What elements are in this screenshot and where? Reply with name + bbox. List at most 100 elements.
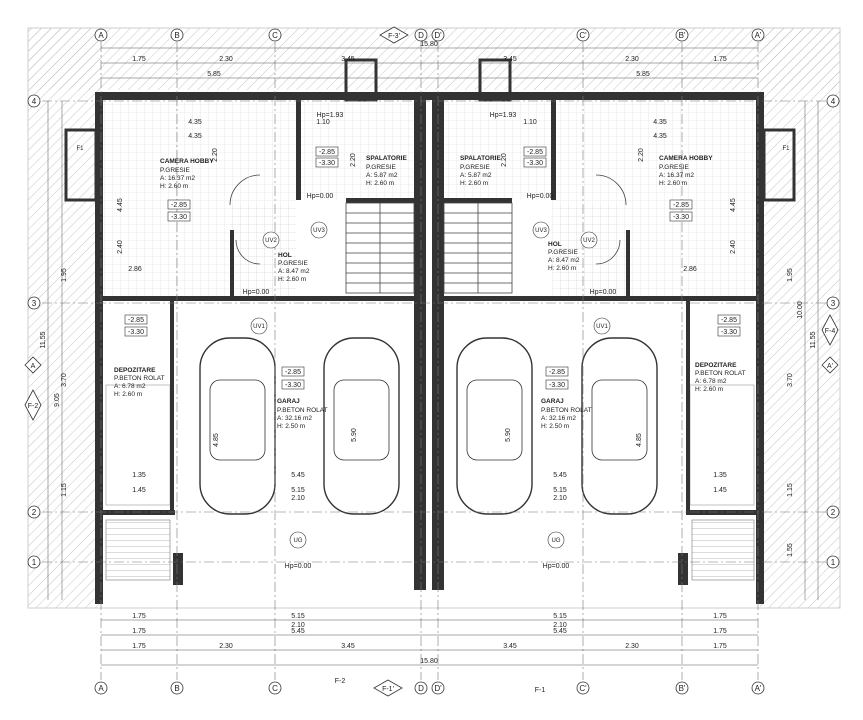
grid-letter-d: D: [418, 31, 424, 40]
room-floor: P.GRESIE: [548, 249, 579, 256]
dim-overall-bottom: 15.80: [420, 658, 438, 665]
room-floor: P.BETON ROLAT: [541, 407, 592, 414]
car-icon: [581, 337, 658, 515]
dim-v-1000-right: 10.00: [797, 301, 804, 319]
window-tag-f1: F1: [76, 146, 84, 152]
grid-lines: [42, 42, 840, 680]
dim-overall-top: 15.80: [420, 41, 438, 48]
section-label-left-a: A: [31, 363, 36, 370]
car-icon: [199, 337, 276, 515]
floor-tiles: [103, 100, 756, 300]
dim-435-right-b: 4.35: [653, 133, 667, 140]
grid-bubbles-top: [27, 28, 840, 695]
hp-label: Hp=1.93: [490, 112, 517, 119]
room-area: A: 6.78 m2: [695, 378, 727, 385]
room-height: H: 2.60 m: [160, 183, 188, 190]
room-height: H: 2.60 m: [659, 180, 687, 187]
dim-435-left-b: 4.35: [188, 133, 202, 140]
dim-bottom-545-r: 5.45: [553, 628, 567, 635]
grid-letter-b-bottom: B: [174, 684, 179, 693]
room-area: A: 32.16 m2: [541, 415, 576, 422]
grid-letter-c-prime-bottom: C': [579, 684, 587, 693]
room-floor: P.GRESIE: [278, 260, 309, 267]
dim-bottom-515-l: 5.15: [291, 613, 305, 620]
dim-286-left: 2.86: [128, 266, 142, 273]
hp-label: Hp=0.00: [307, 193, 334, 200]
room-area: A: 32.16 m2: [277, 415, 312, 422]
level-tag: -2.85: [673, 202, 689, 209]
room-name: HOL: [548, 241, 562, 248]
grid-letter-b-prime-bottom: B': [679, 684, 686, 693]
level-tag: -3.30: [673, 214, 689, 221]
section-label-left: F-2: [28, 403, 39, 410]
dim-v-590-right: 5.90: [505, 428, 512, 442]
dim-bottom-210-r: 2.10: [553, 622, 567, 629]
hp-label: Hp=0.00: [590, 289, 617, 296]
dim-bottom-345-l: 3.45: [341, 643, 355, 650]
grid-number-1: 1: [32, 558, 37, 567]
grid-number-3-right: 3: [831, 299, 836, 308]
section-label-f2: F-2: [335, 678, 346, 685]
dim-half-right: 5.85: [636, 71, 650, 78]
dim-110-left: 1.10: [316, 119, 330, 126]
room-area: A: 8.47 m2: [278, 268, 310, 275]
dim-bottom-175-r3: 1.75: [713, 643, 727, 650]
room-area: A: 8.47 m2: [548, 257, 580, 264]
dim-d-c-top: 3.45: [503, 56, 517, 63]
dim-v-905-left: 9.05: [54, 393, 61, 407]
car-icons: [199, 337, 658, 515]
dim-v-485-right: 4.85: [636, 433, 643, 447]
level-tag: -3.30: [171, 214, 187, 221]
room-floor: P.BETON ROLAT: [114, 375, 165, 382]
dim-v-195-right: 1.95: [787, 268, 794, 282]
room-height: H: 2.50 m: [541, 423, 569, 430]
dimension-lines: [47, 47, 819, 666]
dim-bottom-515-r: 5.15: [553, 613, 567, 620]
dim-c-d-top: 3.45: [341, 56, 355, 63]
door-tag-ug: UG: [552, 538, 561, 544]
room-floor: P.BETON ROLAT: [695, 370, 746, 377]
dim-half-left: 5.85: [207, 71, 221, 78]
grid-letter-a: A: [98, 31, 104, 40]
door-tag-uv3: UV3: [535, 228, 547, 234]
level-tag: -3.30: [319, 160, 335, 167]
grid-number-4: 4: [32, 97, 37, 106]
dim-v-155-right: 1.55: [787, 543, 794, 557]
room-height: H: 2.60 m: [278, 276, 306, 283]
room-floor: P.GRESIE: [460, 164, 491, 171]
room-height: H: 2.50 m: [277, 423, 305, 430]
dim-b-a-top: 1.75: [713, 56, 727, 63]
dim-bottom-230-r: 2.30: [625, 643, 639, 650]
dim-435-left: 4.35: [188, 119, 202, 126]
section-label-top: F-3': [388, 33, 400, 40]
room-area: A: 16.37 m2: [659, 172, 694, 179]
car-icon: [456, 337, 533, 515]
dim-v-220-left: 2.20: [212, 148, 219, 162]
dim-v-445-left: 4.45: [117, 198, 124, 212]
door-tag-ug: UG: [294, 538, 303, 544]
room-area: A: 5.87 m2: [366, 172, 398, 179]
dim-b-c-top: 2.30: [219, 56, 233, 63]
door-tag-uv2: UV2: [265, 238, 277, 244]
dim-v-195-left: 1.95: [61, 268, 68, 282]
grid-number-4-right: 4: [831, 97, 836, 106]
room-height: H: 2.60 m: [114, 391, 142, 398]
door-tag-uv3: UV3: [313, 228, 325, 234]
staircase-left: [345, 202, 415, 294]
dim-v-445-right: 4.45: [730, 198, 737, 212]
dim-515-left: 5.15: [291, 487, 305, 494]
level-tag: -3.30: [527, 160, 543, 167]
room-name: SPALATORIE: [366, 155, 407, 162]
door-tag-uv1: UV1: [253, 324, 265, 330]
dim-v-115-right: 1.15: [787, 483, 794, 497]
room-floor: P.GRESIE: [659, 164, 690, 171]
grid-letter-a-prime-bottom: A': [755, 684, 762, 693]
room-name: GARAJ: [277, 398, 300, 405]
room-floor: P.GRESIE: [160, 167, 191, 174]
dim-v-115-left: 1.15: [61, 483, 68, 497]
room-name: SPALATORIE: [460, 155, 501, 162]
dim-135-left: 1.35: [132, 472, 146, 479]
storage-floor: [105, 384, 755, 581]
dim-bottom-210-l: 2.10: [291, 622, 305, 629]
